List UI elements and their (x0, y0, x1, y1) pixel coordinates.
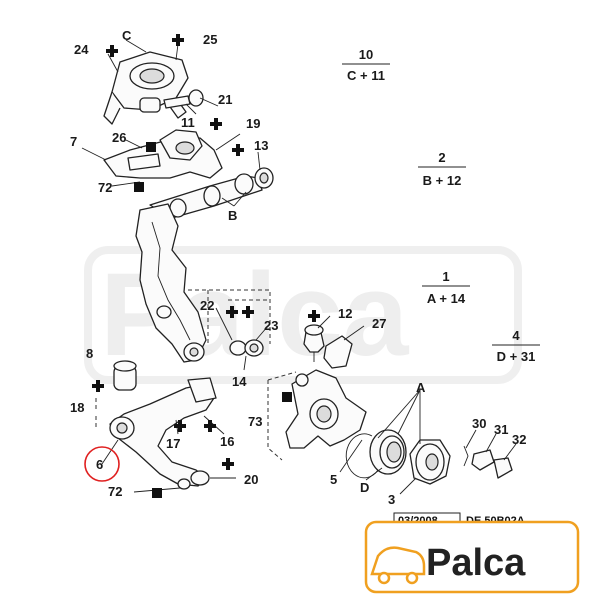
fraction-top: 2 (438, 150, 445, 165)
plus-cross-icon (92, 380, 104, 392)
fraction-bottom: A + 14 (427, 291, 466, 306)
dashed-box-right (267, 371, 297, 461)
callout-12: 12 (338, 306, 352, 321)
callout-72-bottom: 72 (108, 484, 122, 499)
plus-cross-icon (106, 45, 118, 57)
callout-c: C (122, 28, 132, 43)
car-icon (370, 546, 426, 585)
black-square-icon (146, 142, 156, 152)
steering-knuckle (285, 369, 367, 449)
wheel-hub (409, 439, 451, 485)
callout-5: 5 (330, 472, 337, 487)
callout-d: D (360, 480, 369, 495)
callout-30: 30 (472, 416, 486, 431)
callout-22: 22 (200, 298, 214, 313)
plus-cross-icon (308, 310, 320, 322)
plus-cross-icon (172, 34, 184, 46)
fraction-bottom: C + 11 (347, 68, 385, 83)
plus-cross-icon (242, 306, 254, 318)
car-body (370, 546, 426, 576)
palca-logo: Palca (364, 520, 580, 594)
callout-32: 32 (512, 432, 526, 447)
callout-26: 26 (112, 130, 126, 145)
callout-14: 14 (232, 374, 247, 389)
fraction-4: 4 D + 31 (492, 328, 540, 364)
logo-text: Palca (426, 542, 526, 584)
fraction-1: 1 A + 14 (422, 269, 470, 306)
callout-25: 25 (203, 32, 217, 47)
callout-73: 73 (248, 414, 262, 429)
callout-19: 19 (246, 116, 260, 131)
subframe (135, 203, 207, 363)
callout-20: 20 (244, 472, 258, 487)
callout-8: 8 (86, 346, 93, 361)
callout-72-top: 72 (98, 180, 112, 195)
callout-24: 24 (74, 42, 89, 57)
fraction-top: 4 (512, 328, 520, 343)
callout-11: 11 (181, 115, 195, 130)
plus-cross-icon (204, 420, 216, 432)
bushing-8 (113, 360, 137, 391)
fraction-bottom: D + 31 (497, 349, 536, 364)
fraction-2: 2 B + 12 (418, 150, 466, 188)
callout-16: 16 (220, 434, 234, 449)
plus-cross-icon (222, 458, 234, 470)
plus-cross-icon (226, 306, 238, 318)
bolt-markers (92, 34, 320, 470)
hub-nuts (463, 445, 513, 479)
callout-23: 23 (264, 318, 278, 333)
black-square-icon (282, 392, 292, 402)
callout-labels: C 24 25 21 11 19 7 26 72 13 B 22 23 12 2… (70, 28, 526, 507)
callout-b: B (228, 208, 237, 223)
plus-cross-icon (232, 144, 244, 156)
callout-27: 27 (372, 316, 386, 331)
fraction-top: 1 (442, 269, 449, 284)
plus-cross-icon (174, 420, 186, 432)
lower-control-arm (109, 377, 217, 490)
strut-bracket (103, 129, 223, 179)
highlight-circle (84, 446, 120, 482)
link-hardware (229, 339, 264, 357)
wheel-bearing (369, 429, 407, 475)
callout-7: 7 (70, 134, 77, 149)
fraction-bottom: B + 12 (423, 173, 462, 188)
car-wheel (405, 571, 419, 585)
callout-31: 31 (494, 422, 508, 437)
bracket-27 (323, 335, 353, 369)
car-wheel (377, 571, 391, 585)
top-mount (103, 51, 204, 125)
fraction-10: 10 C + 11 (342, 47, 390, 83)
fraction-top: 10 (359, 47, 373, 62)
callout-6: 6 (96, 457, 103, 472)
callout-17: 17 (166, 436, 180, 451)
plus-cross-icon (210, 118, 222, 130)
callout-3: 3 (388, 492, 395, 507)
callout-13: 13 (254, 138, 268, 153)
black-square-icon (134, 182, 144, 192)
circlip (345, 433, 379, 479)
callout-a: A (416, 380, 426, 395)
nut-markers (134, 142, 292, 498)
leader-lines (81, 39, 517, 495)
black-square-icon (152, 488, 162, 498)
callout-21: 21 (218, 92, 232, 107)
callout-18: 18 (70, 400, 84, 415)
